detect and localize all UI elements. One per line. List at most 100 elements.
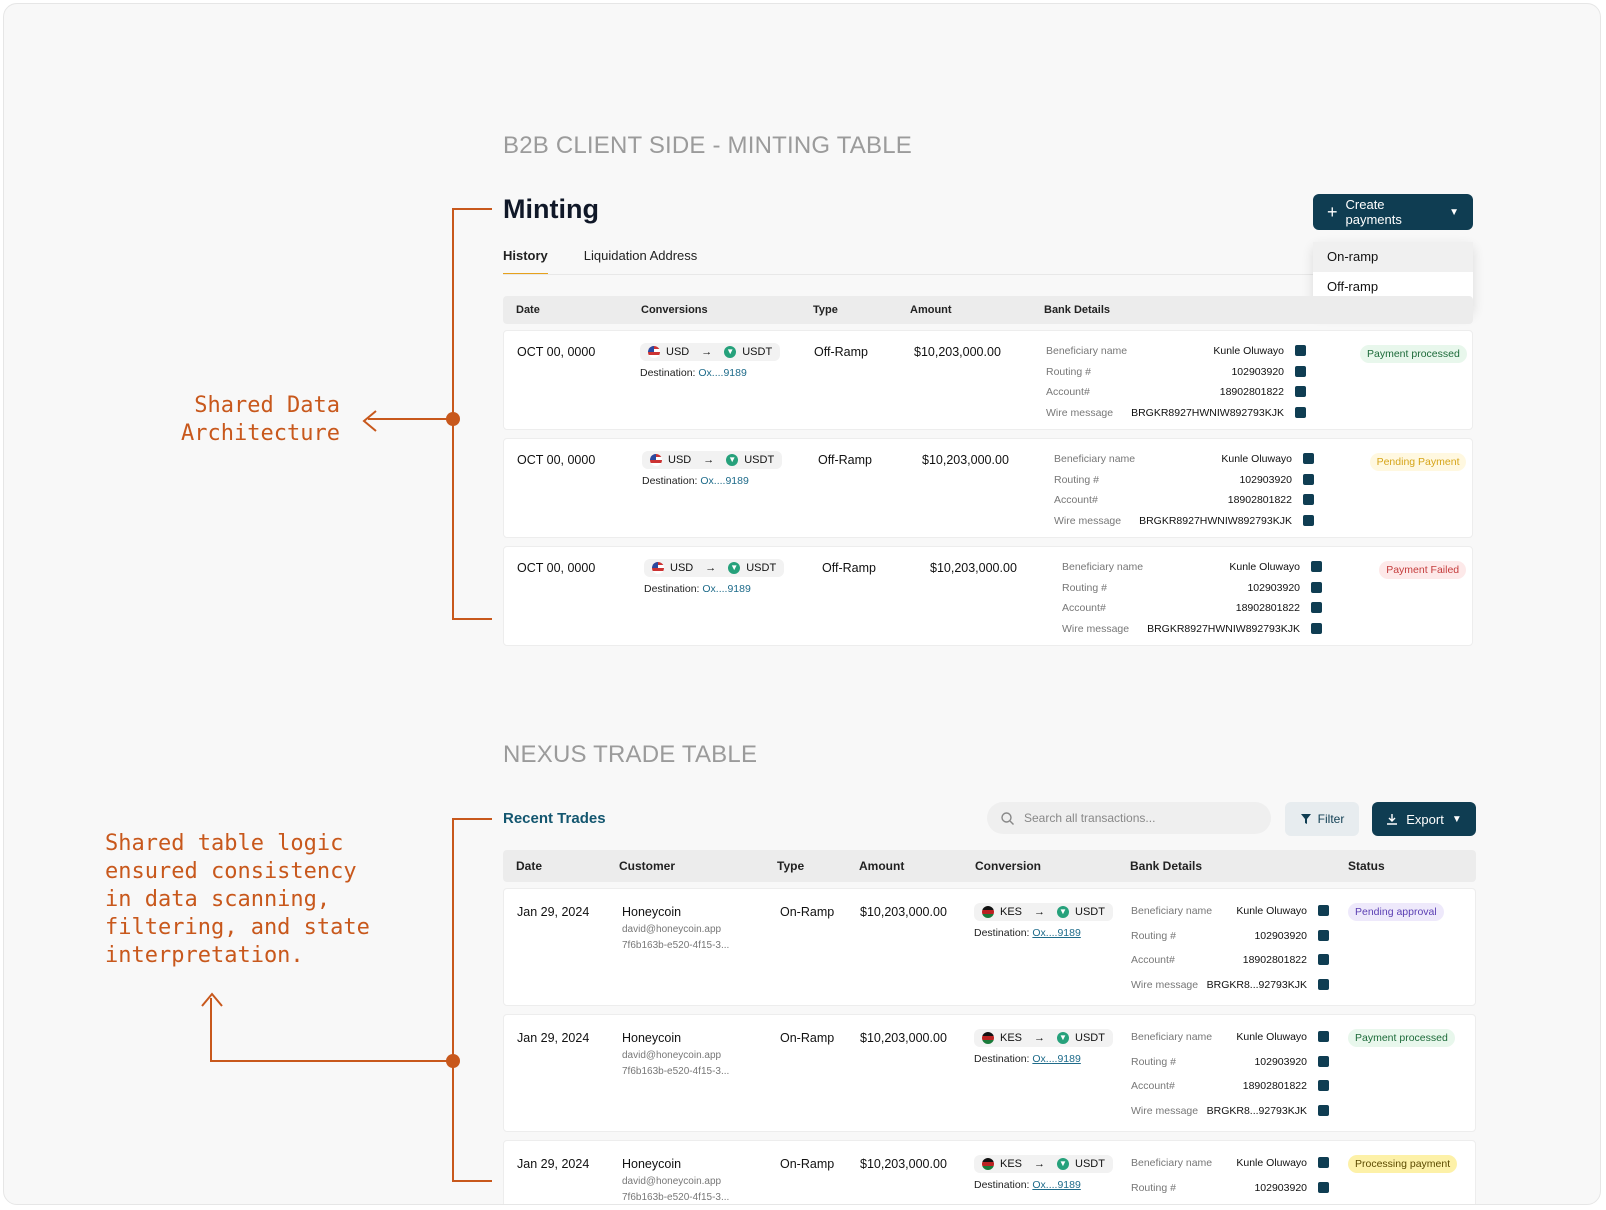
destination-label: Destination:: [644, 583, 700, 595]
destination-link[interactable]: Ox....9189: [700, 475, 749, 487]
copy-icon[interactable]: [1303, 453, 1314, 464]
col-type: Type: [813, 304, 838, 316]
tab-history[interactable]: History: [503, 248, 548, 275]
bank-label: Wire message: [1054, 514, 1122, 527]
table-row[interactable]: OCT 00, 0000 USD → ▼ USDT Destination: O…: [503, 438, 1473, 538]
status-badge: Payment processed: [1348, 1029, 1455, 1047]
table-row[interactable]: OCT 00, 0000 USD → ▼ USDT Destination: O…: [503, 546, 1473, 646]
bank-value: 102903920: [1247, 581, 1300, 594]
conversion-cell: USD → ▼ USDT Destination: Ox....9189: [640, 343, 781, 379]
conversion-pill: USD → ▼ USDT: [640, 343, 781, 361]
menu-item-on-ramp[interactable]: On-ramp: [1313, 242, 1473, 272]
tether-icon: ▼: [724, 346, 737, 358]
customer-email: david@honeycoin.app: [622, 1050, 722, 1061]
divider: [503, 274, 1473, 275]
table-row[interactable]: Jan 29, 2024 Honeycoin david@honeycoin.a…: [503, 1014, 1476, 1132]
bank-label: Wire message: [1062, 622, 1130, 635]
destination-link[interactable]: Ox....9189: [1032, 927, 1081, 939]
bank-label: Routing #: [1046, 365, 1091, 378]
bank-label: Beneficiary name: [1131, 1157, 1213, 1169]
customer-cell: Honeycoin david@honeycoin.app 7f6b163b-e…: [622, 1031, 729, 1077]
copy-icon[interactable]: [1318, 905, 1329, 916]
conversion-pill: KES → ▼ USDT: [974, 1029, 1113, 1047]
destination: Destination: Ox....9189: [974, 1179, 1113, 1191]
row-date: OCT 00, 0000: [517, 561, 596, 575]
bank-label: Wire message: [1046, 406, 1114, 419]
bank-label: Routing #: [1131, 929, 1176, 942]
tether-icon: ▼: [1057, 1158, 1070, 1170]
bank-value: 102903920: [1239, 473, 1292, 486]
copy-icon[interactable]: [1318, 1104, 1329, 1116]
copy-icon[interactable]: [1303, 494, 1314, 505]
col-amount: Amount: [910, 304, 952, 316]
create-payments-button[interactable]: + Create payments ▼: [1313, 194, 1473, 230]
table-row[interactable]: Jan 29, 2024 Honeycoin david@honeycoin.a…: [503, 888, 1476, 1006]
search-icon: [1001, 811, 1014, 825]
tether-icon: ▼: [726, 454, 739, 466]
copy-icon[interactable]: [1311, 622, 1322, 634]
row-date: OCT 00, 0000: [517, 345, 596, 359]
kenya-flag-icon: [982, 1158, 994, 1170]
caret-down-icon: ▼: [1449, 206, 1459, 218]
copy-icon[interactable]: [1311, 602, 1322, 613]
destination-label: Destination:: [642, 475, 698, 487]
copy-icon[interactable]: [1303, 473, 1314, 485]
export-button[interactable]: Export ▼: [1372, 802, 1476, 836]
row-type: Off-Ramp: [814, 345, 868, 359]
copy-icon[interactable]: [1295, 345, 1306, 356]
destination-link[interactable]: Ox....9189: [1032, 1053, 1081, 1065]
kenya-flag-icon: [982, 906, 994, 918]
copy-icon[interactable]: [1318, 1031, 1329, 1042]
copy-icon[interactable]: [1295, 386, 1306, 397]
tab-liquidation-address[interactable]: Liquidation Address: [583, 248, 698, 263]
to-currency: USDT: [1075, 1032, 1105, 1044]
destination-link[interactable]: Ox....9189: [702, 583, 751, 595]
download-icon: [1387, 814, 1398, 825]
search-input[interactable]: Search all transactions...: [987, 802, 1271, 834]
copy-icon[interactable]: [1318, 1055, 1329, 1067]
copy-icon[interactable]: [1318, 1181, 1329, 1193]
bank-value: Kunle Oluwayo: [1229, 561, 1300, 573]
tether-icon: ▼: [1057, 1032, 1070, 1044]
row-amount: $10,203,000.00: [914, 345, 1001, 359]
bank-label: Beneficiary name: [1062, 561, 1144, 573]
copy-icon[interactable]: [1318, 954, 1329, 965]
copy-icon[interactable]: [1311, 581, 1322, 593]
page-title: Minting: [503, 194, 599, 224]
copy-icon[interactable]: [1295, 365, 1306, 377]
customer-email: david@honeycoin.app: [622, 1176, 722, 1187]
destination-link[interactable]: Ox....9189: [1032, 1179, 1081, 1191]
menu-item-off-ramp[interactable]: Off-ramp: [1327, 279, 1379, 294]
bank-value: Kunle Oluwayo: [1236, 905, 1307, 917]
table-row[interactable]: OCT 00, 0000 USD → ▼ USDT Destination: O…: [503, 330, 1473, 430]
filter-icon: [1300, 814, 1311, 824]
customer-cell: Honeycoin david@honeycoin.app 7f6b163b-e…: [622, 905, 729, 951]
bank-label: Beneficiary name: [1046, 345, 1128, 357]
row-date: Jan 29, 2024: [517, 1031, 590, 1045]
table-row[interactable]: Jan 29, 2024 Honeycoin david@honeycoin.a…: [503, 1140, 1476, 1204]
customer-id: 7f6b163b-e520-4f15-3...: [622, 1192, 730, 1203]
to-currency: USDT: [744, 454, 775, 466]
conversion-pill: KES → ▼ USDT: [974, 1155, 1113, 1173]
filter-button[interactable]: Filter: [1285, 802, 1359, 836]
destination-link[interactable]: Ox....9189: [698, 367, 747, 379]
row-type: Off-Ramp: [822, 561, 876, 575]
connector-dot: [446, 1054, 460, 1068]
us-flag-icon: [648, 346, 660, 358]
copy-icon[interactable]: [1295, 406, 1306, 418]
row-date: Jan 29, 2024: [517, 905, 590, 919]
bank-details: Beneficiary name Kunle Oluwayo Routing #…: [1054, 453, 1314, 535]
row-amount: $10,203,000.00: [930, 561, 1017, 575]
to-currency: USDT: [746, 562, 777, 574]
copy-icon[interactable]: [1311, 561, 1322, 572]
copy-icon[interactable]: [1318, 978, 1329, 990]
copy-icon[interactable]: [1318, 929, 1329, 941]
copy-icon[interactable]: [1318, 1080, 1329, 1091]
filter-label: Filter: [1317, 812, 1345, 826]
arrow-right-icon: →: [1034, 1032, 1046, 1044]
connector-dot: [446, 412, 460, 426]
nexus-section-title: NEXUS TRADE TABLE: [503, 741, 758, 768]
copy-icon[interactable]: [1318, 1157, 1329, 1168]
copy-icon[interactable]: [1303, 514, 1314, 526]
bank-value: BRGKR8927HWNIW892793KJK: [1131, 406, 1284, 419]
